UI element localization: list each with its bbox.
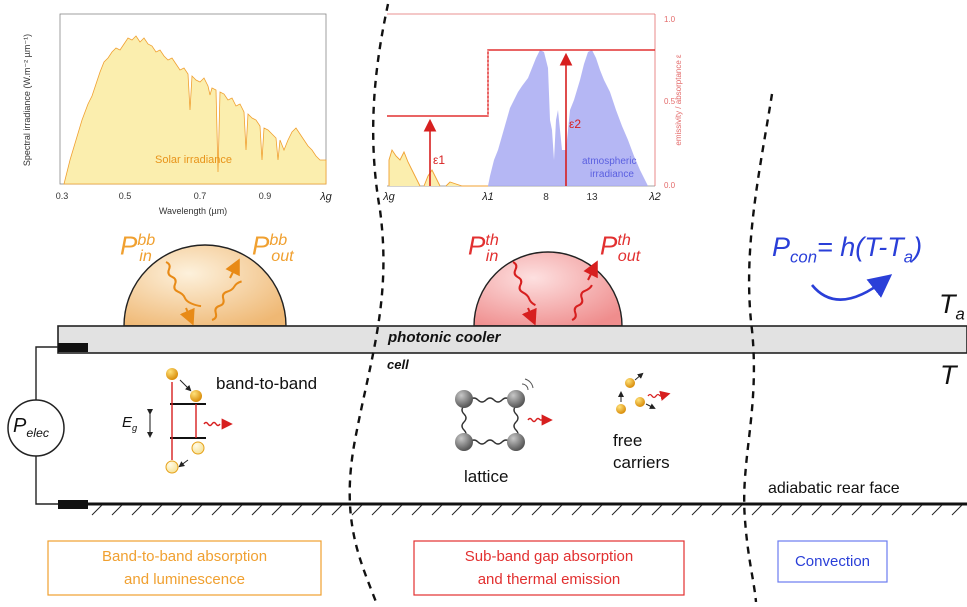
convection-formula: Pcon= h(T-Ta) [772, 232, 923, 267]
bb-out-photon [211, 280, 242, 321]
box-band-to-band-text: Band-to-band absorption and luminescence [48, 541, 321, 595]
xtick-lambda-g: λg [382, 191, 395, 203]
bottom-contact [58, 500, 88, 509]
solar-xtick-3: 0.9 [259, 191, 272, 201]
atmo-label-1: atmospheric [582, 156, 636, 167]
solar-xtick-1: 0.5 [119, 191, 132, 201]
box-sub-band-text: Sub-band gap absorption and thermal emis… [414, 541, 684, 595]
separator-right [743, 93, 774, 603]
ytick-05: 0.5 [664, 97, 676, 106]
xtick-lambda-1: λ1 [481, 191, 494, 203]
box-band-to-band [47, 540, 322, 596]
bb-dome [123, 244, 287, 327]
lattice-icon [455, 378, 553, 451]
rear-face-hatching [91, 504, 963, 516]
lattice-label: lattice [464, 467, 509, 486]
solar-tail-curve [388, 148, 488, 187]
convection-arrow [810, 274, 893, 301]
solar-lambda-g: λg [319, 191, 332, 203]
free-carriers-icon [616, 372, 671, 414]
emissivity-inset: ε1 ε2 atmospheric irradiance λg λ1 8 13 … [382, 13, 683, 203]
solar-xtick-0: 0.3 [56, 191, 69, 201]
ambient-temp-label: Ta [939, 289, 965, 324]
xtick-13: 13 [586, 192, 598, 203]
p-th-out: Pthout [600, 230, 641, 265]
solar-spectrum-inset: Spectral irradiance (W.m⁻² µm⁻¹) Wavelen… [22, 13, 333, 216]
ytick-0: 0.0 [664, 181, 676, 190]
photonic-cooler-label: photonic cooler [388, 329, 501, 346]
box-mid-line-1: Sub-band gap absorption [464, 547, 634, 565]
band-to-band-label: band-to-band [216, 374, 318, 393]
cell-temp-label: T [940, 360, 957, 390]
solar-xlabel: Wavelength (µm) [159, 206, 227, 216]
solar-xtick-2: 0.7 [194, 191, 207, 201]
p-bb-in: Pbbin [120, 230, 156, 265]
box-convection [777, 540, 888, 583]
bandgap-label: Eg [122, 414, 138, 433]
eps2-label: ε2 [569, 117, 581, 131]
cell-label: cell [387, 357, 409, 372]
circuit-wire-top [35, 346, 58, 400]
box-sub-band-gap [413, 540, 685, 596]
th-out-photon [571, 284, 593, 321]
p-bb-out: Pbbout [252, 230, 294, 265]
solar-irradiance-area [63, 35, 327, 185]
box-right-line: Convection [794, 552, 871, 570]
box-mid-line-2: and thermal emission [477, 571, 621, 588]
th-in-photon [512, 261, 536, 307]
box-left-line-2: and luminescence [124, 571, 245, 588]
box-convection-text: Convection [778, 541, 887, 582]
free-carriers-label-2: carriers [613, 453, 670, 472]
circuit-wire-bottom [35, 456, 58, 505]
hole-2 [165, 460, 179, 474]
adiabatic-rear-face-label: adiabatic rear face [768, 480, 900, 497]
solar-series-label: Solar irradiance [155, 154, 232, 166]
electron [166, 368, 178, 380]
band-diagram [147, 368, 233, 474]
bb-in-photon [165, 261, 202, 308]
atmospheric-irradiance-area [488, 50, 648, 186]
ytick-1: 1.0 [664, 15, 676, 24]
free-carriers-label-1: free [613, 431, 643, 450]
pelec-circle [7, 399, 65, 457]
xtick-8: 8 [543, 192, 549, 203]
solar-ylabel: Spectral irradiance (W.m⁻² µm⁻¹) [22, 34, 32, 166]
top-contact [58, 343, 88, 352]
eps1-label: ε1 [433, 153, 445, 167]
box-left-line-1: Band-to-band absorption [101, 547, 268, 565]
xtick-lambda-2: λ2 [648, 191, 661, 203]
emissivity-ylabel: emissivity / absorptance ε [674, 54, 683, 146]
electron-2 [190, 390, 202, 402]
atmo-label-2: irradiance [590, 169, 634, 180]
pelec-label: Pelec [13, 415, 50, 440]
separator-left [348, 3, 390, 603]
photonic-cooler-layer [57, 325, 967, 354]
hole [191, 441, 205, 455]
p-th-in: Pthin [468, 230, 499, 265]
